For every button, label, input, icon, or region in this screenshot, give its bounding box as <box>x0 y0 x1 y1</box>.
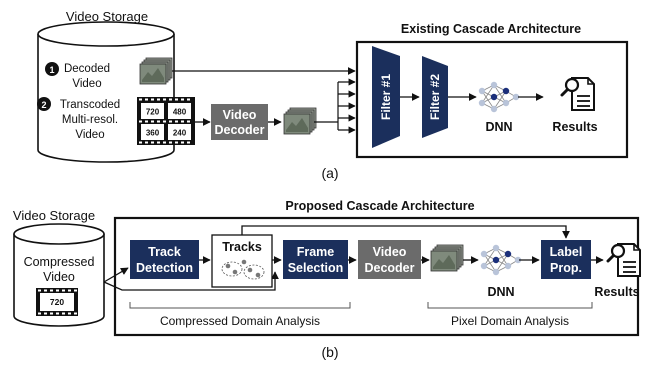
decoded-video-label-line1: Decoded <box>64 63 110 75</box>
existing-arch-box <box>355 40 629 159</box>
video-decoder-box-b <box>358 240 421 279</box>
compressed-label-line2: Video <box>43 270 75 284</box>
svg-text:2: 2 <box>41 100 46 110</box>
panel-b: Video Storage Compressed Video 720 Propo… <box>13 199 642 360</box>
decoder-b-line2: Decoder <box>364 261 414 275</box>
filter-1-label: Filter #1 <box>379 74 393 120</box>
existing-arch-title: Existing Cascade Architecture <box>401 22 581 36</box>
results-icon-b <box>606 242 642 278</box>
dnn-label-b: DNN <box>487 285 514 299</box>
marker-1 <box>45 62 59 76</box>
transcoded-label-line2: Multi-resol. <box>62 114 118 126</box>
res-360-a: 360 <box>146 129 160 138</box>
results-icon-a <box>560 76 596 112</box>
track-detection-box <box>130 240 199 279</box>
filter-1-trapezoid <box>372 46 400 148</box>
video-decoder-box-a <box>211 104 268 140</box>
proposed-arch-title: Proposed Cascade Architecture <box>285 199 474 213</box>
storage-title-a: Video Storage <box>66 9 148 24</box>
filter-2-label: Filter #2 <box>428 74 442 120</box>
track-detection-line2: Detection <box>136 261 193 275</box>
compressed-analysis-label: Compressed Domain Analysis <box>160 314 320 328</box>
track-detection-line1: Track <box>148 245 181 259</box>
label-prop-line1: Label <box>550 245 583 259</box>
storage-title-b: Video Storage <box>13 208 95 223</box>
decoder-a-line2: Decoder <box>214 123 264 137</box>
transcoded-label-line3: Video <box>75 129 104 141</box>
dnn-icon-a <box>478 81 520 113</box>
pixel-analysis-label: Pixel Domain Analysis <box>451 314 569 328</box>
compressed-analysis-bracket <box>129 302 351 309</box>
results-label-a: Results <box>552 120 597 134</box>
caption-a: (a) <box>321 165 338 181</box>
transcoded-label-line1: Transcoded <box>60 99 120 111</box>
tracks-illustration <box>221 259 265 280</box>
dnn-icon-b <box>480 244 522 276</box>
res-720-b: 720 <box>50 297 64 307</box>
results-label-b: Results <box>594 285 639 299</box>
decoded-frames-icon-2 <box>283 107 317 135</box>
decoded-video-label-line2: Video <box>72 78 101 90</box>
decoded-frames-icon <box>139 57 173 85</box>
frame-selection-box <box>283 240 348 279</box>
res-240-a: 240 <box>173 129 187 138</box>
pixel-analysis-bracket <box>427 302 593 309</box>
svg-text:1: 1 <box>49 65 54 75</box>
compressed-label-line1: Compressed <box>24 255 95 269</box>
compressed-filmstrip: 720 <box>36 288 78 316</box>
decoder-b-line1: Video <box>373 245 407 259</box>
tracks-label: Tracks <box>222 240 262 254</box>
multi-resolution-filmstrip: 720 480 360 240 <box>137 97 195 145</box>
frame-selection-line1: Frame <box>297 245 335 259</box>
label-prop-line2: Prop. <box>550 261 582 275</box>
dnn-label-a: DNN <box>485 120 512 134</box>
res-720-a: 720 <box>146 108 160 117</box>
label-prop-box <box>541 240 591 279</box>
caption-b: (b) <box>321 344 338 360</box>
panel-a: Video Storage 1 Decoded Video 2 Transcod… <box>37 9 629 181</box>
decoder-a-line1: Video <box>223 108 257 122</box>
decoded-frames-icon-b <box>430 244 464 272</box>
marker-2 <box>37 97 51 111</box>
filter-2-trapezoid <box>422 56 448 138</box>
res-480-a: 480 <box>173 108 187 117</box>
frame-selection-line2: Selection <box>288 261 344 275</box>
